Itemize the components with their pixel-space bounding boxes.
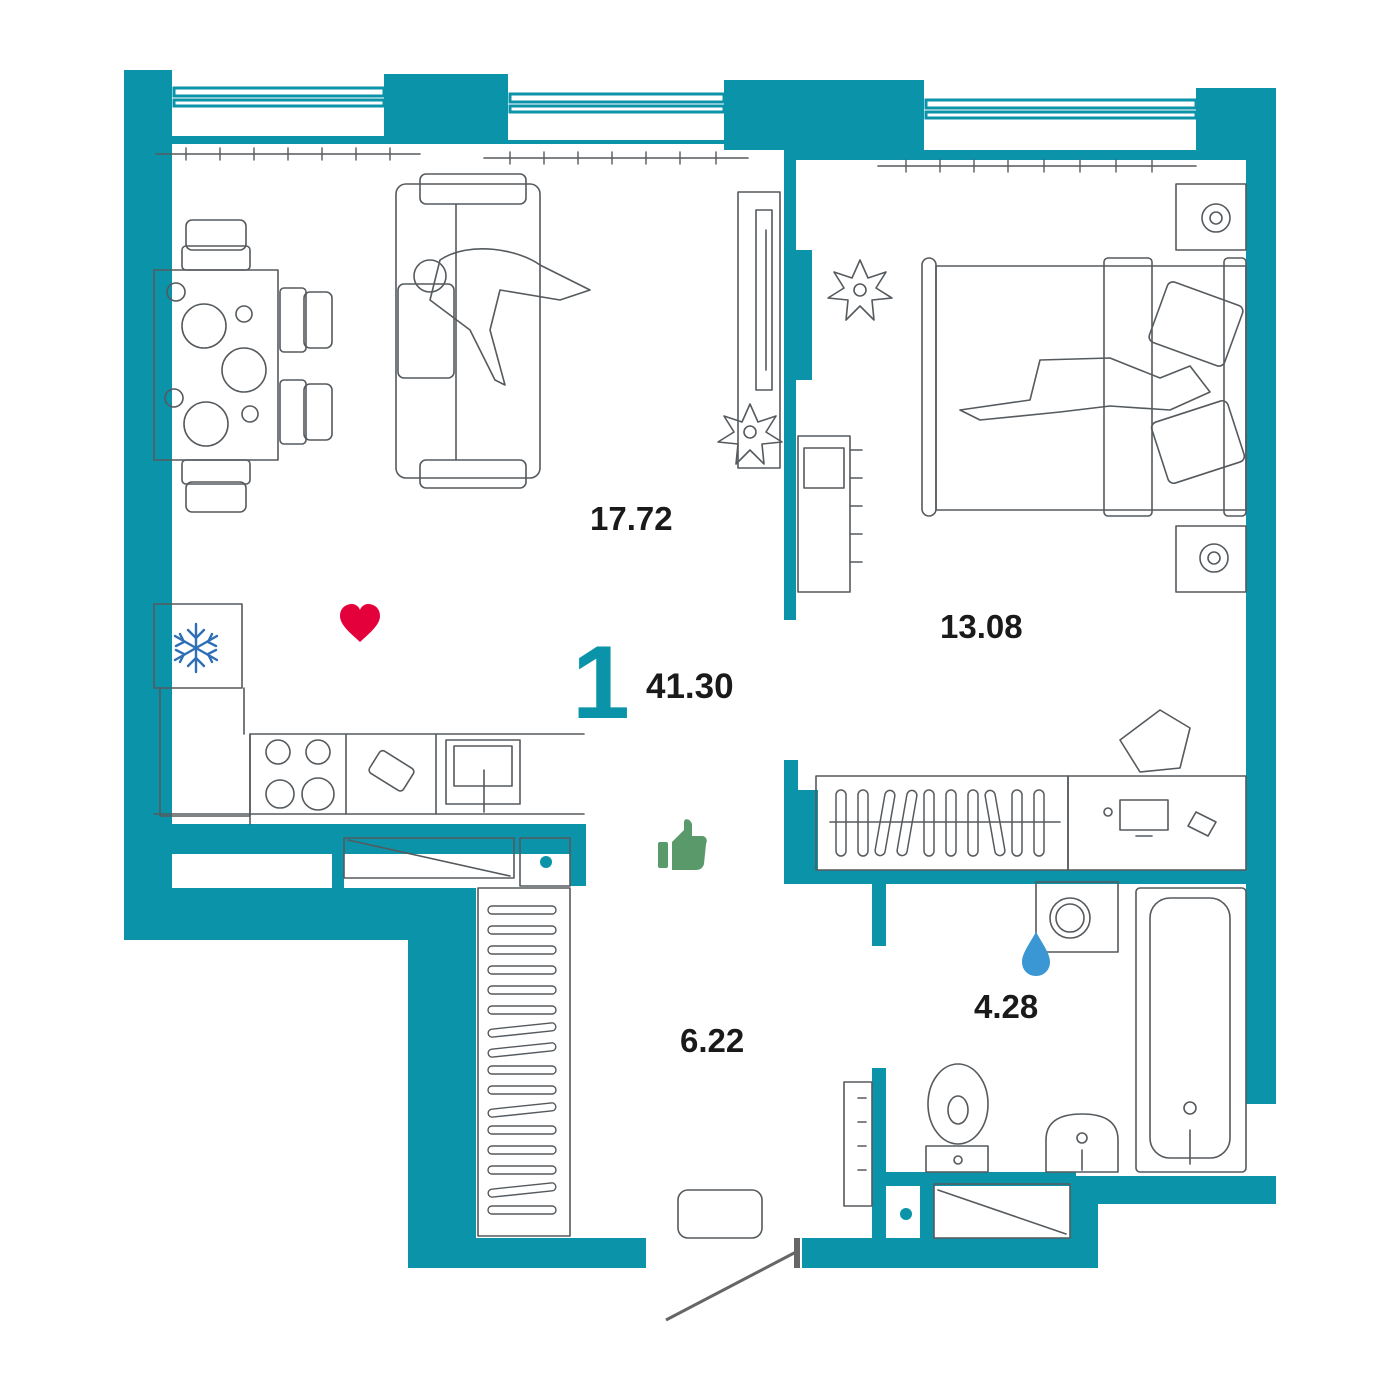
hallway-closet — [343, 837, 873, 1239]
heart-icon — [340, 604, 380, 642]
thumbs-up-icon — [658, 819, 707, 870]
plant — [717, 259, 893, 465]
tv-stand — [737, 191, 781, 469]
area-label-hallway: 6.22 — [680, 1022, 744, 1059]
windows — [172, 80, 1198, 150]
bathroom-fixtures — [925, 881, 1247, 1239]
walls — [124, 70, 1276, 1268]
entrance-door — [665, 1238, 800, 1322]
nightstands — [1175, 183, 1247, 593]
kitchen-unit — [153, 603, 585, 825]
wardrobe-desk — [815, 709, 1247, 871]
bookshelf — [797, 435, 863, 593]
total-area-label: 41.30 — [646, 667, 734, 706]
bed — [921, 257, 1247, 517]
rooms-count-label: 1 — [572, 625, 630, 741]
curtain-rails — [155, 147, 1197, 173]
area-label-bathroom: 4.28 — [974, 988, 1038, 1025]
water-drop-icon — [1022, 932, 1050, 976]
area-label-bedroom: 13.08 — [940, 608, 1023, 645]
sofa — [395, 173, 591, 489]
hallway-fixtures — [540, 856, 912, 1220]
area-label-living-kitchen: 17.72 — [590, 500, 673, 537]
snowflake-icon — [173, 622, 219, 674]
dining-table — [153, 219, 333, 513]
